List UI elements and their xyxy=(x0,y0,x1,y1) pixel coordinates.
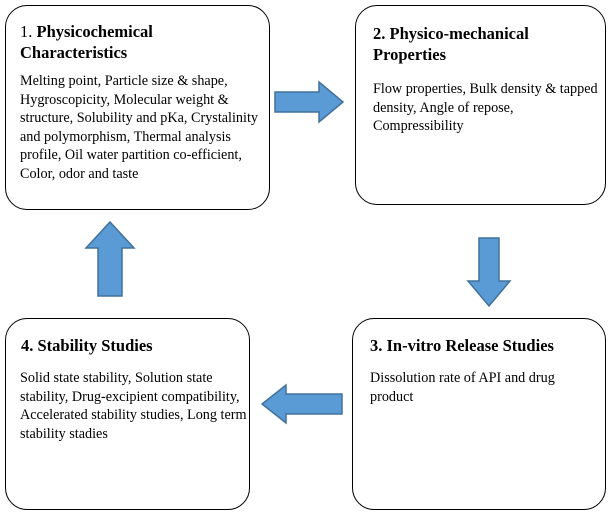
step-3-title-text: In-vitro Release Studies xyxy=(386,336,554,355)
arrow-left-icon xyxy=(260,383,343,425)
step-1-box: 1. Physicochemical Characteristics Melti… xyxy=(5,5,270,210)
step-4-title: 4. Stability Studies xyxy=(21,335,246,356)
step-2-description: Flow properties, Bulk density & tapped d… xyxy=(373,81,598,135)
step-2-title-text: Physico-mechanical Properties xyxy=(373,24,529,64)
step-2-box: 2. Physico-mechanical Properties Flow pr… xyxy=(355,5,606,205)
step-4-title-text: Stability Studies xyxy=(37,336,153,355)
step-3-number: 3. xyxy=(370,336,383,355)
step-1-title-text: Physicochemical Characteristics xyxy=(20,22,153,62)
step-4-number: 4. xyxy=(21,336,34,355)
arrow-up-icon xyxy=(84,220,136,297)
step-3-title: 3. In-vitro Release Studies xyxy=(370,335,600,356)
step-4-description: Solid state stability, Solution state st… xyxy=(20,370,247,442)
step-2-title: 2. Physico-mechanical Properties xyxy=(373,23,598,65)
step-1-description: Melting point, Particle size & shape, Hy… xyxy=(20,73,259,182)
arrow-down-icon xyxy=(466,237,512,308)
step-2-number: 2. xyxy=(373,24,386,43)
step-1-title: 1. Physicochemical Characteristics xyxy=(20,21,260,63)
step-1-number: 1. xyxy=(20,22,33,41)
step-3-description: Dissolution rate of API and drug product xyxy=(370,370,555,405)
step-3-box: 3. In-vitro Release Studies Dissolution … xyxy=(352,318,606,510)
arrow-right-icon xyxy=(274,80,345,124)
step-4-box: 4. Stability Studies Solid state stabili… xyxy=(5,318,250,510)
